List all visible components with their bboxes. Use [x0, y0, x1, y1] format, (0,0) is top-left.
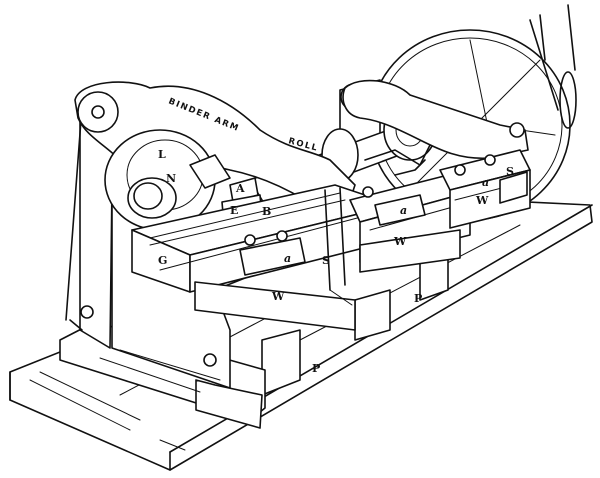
middle-table: [349, 171, 471, 273]
binder-arm: [74, 81, 356, 216]
label-N: N: [166, 172, 176, 185]
label-S2: S: [506, 165, 514, 178]
label-W1: W: [271, 290, 285, 303]
label-a3: a: [482, 176, 489, 189]
front-table: [131, 184, 396, 331]
label-S1: S: [322, 254, 330, 267]
label-P1: P: [414, 292, 422, 305]
label-a2: a: [400, 204, 407, 217]
label-A: A: [235, 182, 245, 195]
binder-arm-right: [342, 79, 529, 160]
label-L: L: [158, 148, 166, 161]
back-table: [439, 149, 531, 229]
disc-L: [104, 129, 231, 231]
label-P2: P: [312, 362, 320, 375]
label-W2: W: [393, 235, 407, 248]
label-a1: a: [284, 252, 291, 265]
label-W3: W: [475, 194, 489, 207]
label-B: B: [262, 205, 271, 218]
label-G: G: [158, 254, 167, 267]
label-E: E: [230, 204, 238, 217]
